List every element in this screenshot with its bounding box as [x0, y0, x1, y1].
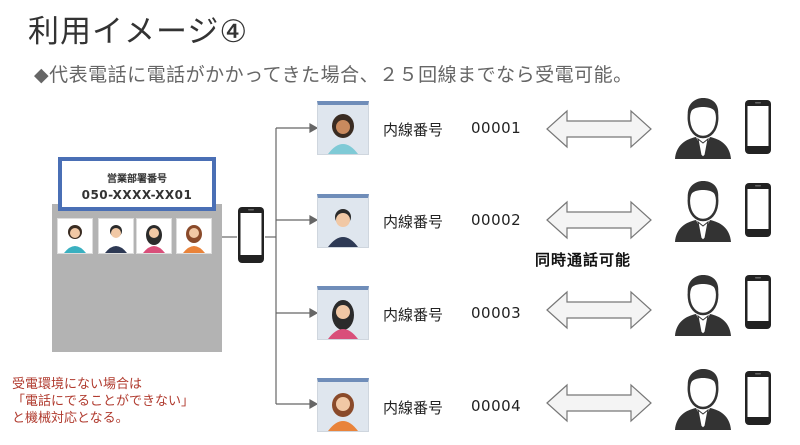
smartphone-icon — [238, 207, 264, 263]
staff-avatar-2 — [98, 218, 134, 254]
department-number: 050-XXXX-XX01 — [81, 188, 193, 202]
person-icon — [64, 225, 86, 253]
double-arrow-icon — [546, 290, 652, 330]
extension-label-1: 内線番号 — [383, 121, 444, 139]
extension-number-2: 00002 — [471, 211, 522, 229]
extension-number-1: 00001 — [471, 119, 522, 137]
person-icon — [328, 209, 358, 247]
businessman-icon — [675, 369, 731, 430]
staff-avatar-4 — [176, 218, 212, 254]
smartphone-icon — [745, 183, 771, 237]
person-icon — [105, 225, 127, 253]
note-line-3: と機械対応となる。 — [12, 411, 129, 426]
person-icon — [328, 114, 358, 154]
extension-number-4: 00004 — [471, 397, 522, 415]
extension-photo-4 — [317, 378, 369, 432]
businessman-icon — [675, 181, 731, 242]
double-arrow-icon — [546, 383, 652, 423]
note-line-2: 「電話にでることができない」 — [12, 394, 195, 409]
smartphone-icon — [745, 100, 771, 154]
person-icon — [328, 393, 358, 431]
staff-avatar-3 — [136, 218, 172, 254]
double-arrow-icon — [546, 200, 652, 240]
page-title: 利用イメージ④ — [28, 14, 249, 50]
department-number-card: 営業部署番号 050-XXXX-XX01 — [58, 157, 216, 211]
person-icon — [328, 300, 358, 339]
smartphone-icon — [745, 275, 771, 329]
extension-photo-3 — [317, 286, 369, 340]
note-line-1: 受電環境にない場合は — [12, 377, 143, 392]
businessman-icon — [675, 275, 731, 336]
businessman-icon — [675, 98, 731, 159]
extension-photo-2 — [317, 194, 369, 248]
person-icon — [143, 225, 165, 253]
extension-label-3: 内線番号 — [383, 306, 444, 324]
department-label: 営業部署番号 — [107, 174, 167, 185]
extension-photo-1 — [317, 101, 369, 155]
double-arrow-icon — [546, 109, 652, 149]
person-icon — [183, 225, 205, 253]
page-subtitle: ◆代表電話に電話がかかってきた場合、２５回線までなら受電可能。 — [34, 64, 633, 86]
smartphone-icon — [745, 371, 771, 425]
staff-avatar-1 — [57, 218, 93, 254]
simultaneous-call-label: 同時通話可能 — [535, 251, 632, 269]
unavailable-note: 受電環境にない場合は 「電話にでることができない」 と機械対応となる。 — [12, 376, 194, 427]
extension-label-4: 内線番号 — [383, 399, 444, 417]
extension-label-2: 内線番号 — [383, 213, 444, 231]
extension-number-3: 00003 — [471, 304, 522, 322]
